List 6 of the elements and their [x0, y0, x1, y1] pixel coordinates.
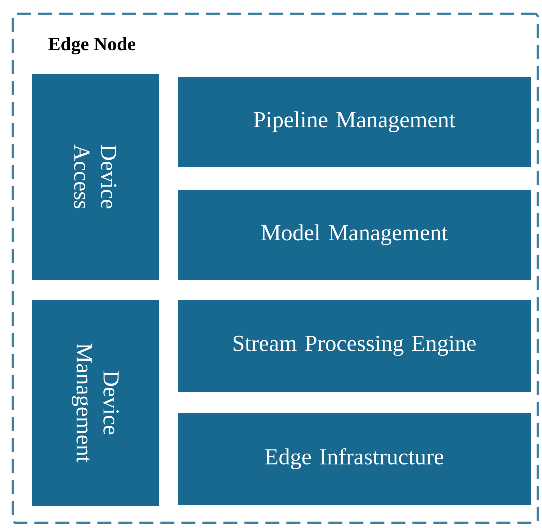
module-box: Device Management [32, 300, 159, 506]
module-box: Stream Processing Engine [178, 300, 531, 392]
module-box: Device Access [32, 74, 159, 280]
module-box: Edge Infrastructure [178, 413, 531, 505]
module-box: Model Management [178, 190, 531, 280]
module-box: Pipeline Management [178, 77, 531, 167]
